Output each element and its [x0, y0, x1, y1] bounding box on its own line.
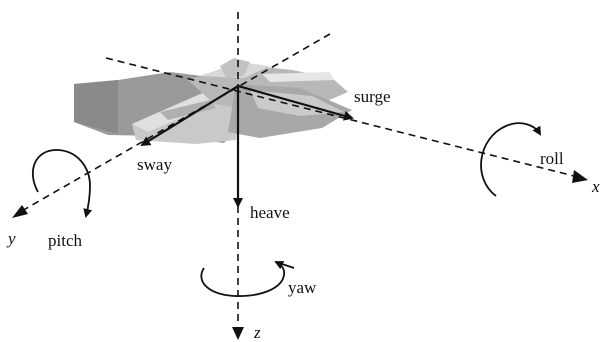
- sway-label: sway: [137, 155, 172, 174]
- z-axis-arrowhead: [232, 327, 244, 340]
- yaw-arrow-hook: [275, 261, 295, 269]
- roll-rotation-arrow: [480, 122, 542, 197]
- motion-vectors: [140, 84, 354, 208]
- surge-vector: [237, 84, 354, 121]
- roll-label: roll: [540, 149, 564, 168]
- heave-label: heave: [250, 203, 290, 222]
- pitch-label: pitch: [48, 231, 82, 250]
- y-axis-label: y: [6, 229, 16, 248]
- surge-label: surge: [354, 87, 391, 106]
- reference-axes: [19, 12, 579, 326]
- z-axis-label: z: [253, 323, 261, 342]
- x-axis-label: x: [591, 177, 600, 196]
- pitch-rotation-arrow: [31, 149, 93, 218]
- y-axis-arrowhead: [12, 205, 28, 218]
- sway-vector: [140, 85, 239, 147]
- aircraft-image: [74, 58, 352, 144]
- x-axis-arrowhead: [572, 170, 588, 183]
- x-axis-line: [105, 57, 579, 178]
- rotation-arrows: [31, 122, 542, 297]
- yaw-label: yaw: [288, 278, 317, 297]
- yaw-rotation-arrow: [200, 261, 286, 297]
